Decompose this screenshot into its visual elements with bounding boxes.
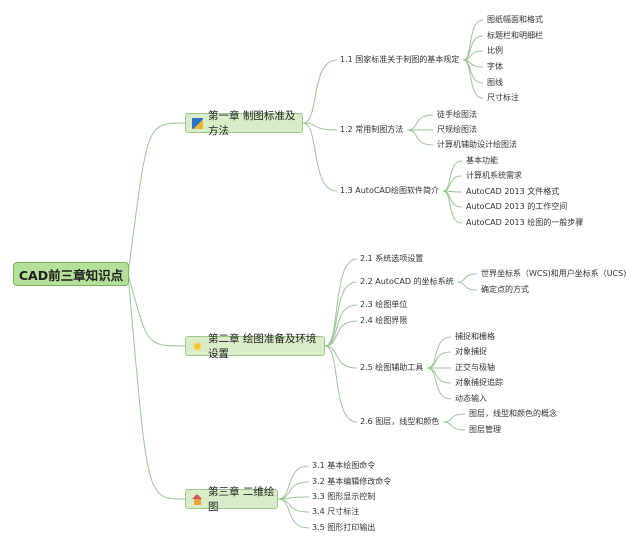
- leaf-node[interactable]: AutoCAD 2013 的工作空间: [466, 202, 568, 211]
- leaf-node[interactable]: 图纸幅面和格式: [487, 15, 543, 24]
- section-node[interactable]: 2.5 绘图辅助工具: [360, 363, 424, 372]
- chapter-2-topic[interactable]: 第二章 绘图准备及环境设置: [185, 333, 325, 360]
- item-branch-line: [407, 129, 434, 146]
- section-node[interactable]: 1.3 AutoCAD绘图软件简介: [340, 186, 440, 195]
- sun-icon: [192, 340, 203, 352]
- item-branch-line: [427, 336, 452, 369]
- leaf-node[interactable]: 徒手绘图法: [437, 110, 477, 119]
- chapter-3-title: 第三章 二维绘图: [208, 486, 275, 513]
- section-node[interactable]: 3.3 图形显示控制: [312, 492, 376, 501]
- item-branch-line: [463, 59, 484, 99]
- section-branch-line: [324, 320, 358, 347]
- home-icon: [192, 493, 203, 505]
- item-branch-line: [457, 273, 478, 283]
- section-node[interactable]: 2.4 绘图界限: [360, 316, 408, 325]
- leaf-node[interactable]: 确定点的方式: [481, 285, 529, 294]
- leaf-node[interactable]: 基本功能: [466, 156, 498, 165]
- leaf-node[interactable]: 图线: [487, 78, 503, 87]
- item-branch-line: [463, 19, 484, 61]
- section-node[interactable]: 2.2 AutoCAD 的坐标系统: [360, 277, 454, 286]
- item-branch-line: [443, 421, 466, 431]
- section-branch-line: [324, 345, 358, 369]
- section-branch-line: [302, 122, 338, 192]
- leaf-node[interactable]: 对象捕捉追踪: [455, 378, 503, 387]
- section-node[interactable]: 2.1 系统选项设置: [360, 254, 424, 263]
- section-branch-line: [302, 122, 338, 131]
- item-branch-line: [427, 367, 452, 400]
- leaf-node[interactable]: 尺规绘图法: [437, 125, 477, 134]
- section-branch-line: [324, 304, 358, 347]
- item-branch-line: [463, 35, 484, 61]
- section-branch-line: [324, 345, 358, 423]
- section-branch-line: [277, 498, 310, 513]
- leaf-node[interactable]: 比例: [487, 46, 503, 55]
- leaf-node[interactable]: AutoCAD 2013 文件格式: [466, 187, 560, 196]
- item-branch-line: [463, 59, 484, 84]
- leaf-node[interactable]: 计算机辅助设计绘图法: [437, 140, 517, 149]
- leaf-node[interactable]: 对象捕捉: [455, 347, 487, 356]
- section-node[interactable]: 2.6 图层，线型和颜色: [360, 417, 440, 426]
- leaf-node[interactable]: 捕捉和栅格: [455, 332, 495, 341]
- section-branch-line: [277, 465, 310, 500]
- leaf-node[interactable]: 尺寸标注: [487, 93, 519, 102]
- leaf-node[interactable]: 图层管理: [469, 425, 501, 434]
- section-branch-line: [302, 59, 338, 124]
- chapter-1-title: 第一章 制图标准及方法: [208, 110, 296, 137]
- leaf-node[interactable]: 动态输入: [455, 394, 487, 403]
- item-branch-line: [407, 114, 434, 131]
- item-branch-line: [442, 175, 463, 192]
- section-branch-line: [324, 258, 358, 347]
- flag-icon: [192, 117, 203, 129]
- root-branch-line: [127, 273, 186, 500]
- leaf-node[interactable]: 计算机系统需求: [466, 171, 522, 180]
- item-branch-line: [442, 160, 463, 192]
- leaf-node[interactable]: 世界坐标系（WCS)和用户坐标系（UCS): [481, 269, 627, 278]
- leaf-node[interactable]: 图层，线型和颜色的概念: [469, 409, 557, 418]
- section-node[interactable]: 1.2 常用制图方法: [340, 125, 404, 134]
- root-branch-line: [127, 122, 186, 275]
- chapter-1-topic[interactable]: 第一章 制图标准及方法: [185, 110, 303, 137]
- leaf-node[interactable]: 标题栏和明细栏: [487, 31, 543, 40]
- item-branch-line: [457, 281, 478, 291]
- section-node[interactable]: 3.5 图形打印输出: [312, 523, 376, 532]
- item-branch-line: [443, 413, 466, 423]
- leaf-node[interactable]: AutoCAD 2013 绘图的一般步骤: [466, 218, 584, 227]
- item-branch-line: [427, 367, 452, 384]
- section-node[interactable]: 3.1 基本绘图命令: [312, 461, 376, 470]
- section-node[interactable]: 2.3 绘图单位: [360, 300, 408, 309]
- section-node[interactable]: 3.4 尺寸标注: [312, 507, 360, 516]
- leaf-node[interactable]: 字体: [487, 62, 503, 71]
- item-branch-line: [427, 351, 452, 369]
- root-branch-line: [127, 273, 186, 347]
- chapter-3-topic[interactable]: 第三章 二维绘图: [185, 486, 278, 513]
- section-branch-line: [324, 281, 358, 347]
- section-branch-line: [277, 498, 310, 529]
- item-branch-line: [442, 190, 463, 208]
- section-node[interactable]: 3.2 基本编辑修改命令: [312, 477, 392, 486]
- item-branch-line: [442, 190, 463, 224]
- chapter-2-title: 第二章 绘图准备及环境设置: [208, 333, 317, 360]
- section-branch-line: [277, 481, 310, 500]
- leaf-node[interactable]: 正交与极轴: [455, 363, 495, 372]
- root-topic[interactable]: CAD前三章知识点: [13, 262, 129, 286]
- section-node[interactable]: 1.1 国家标准关于制图的基本规定: [340, 55, 460, 64]
